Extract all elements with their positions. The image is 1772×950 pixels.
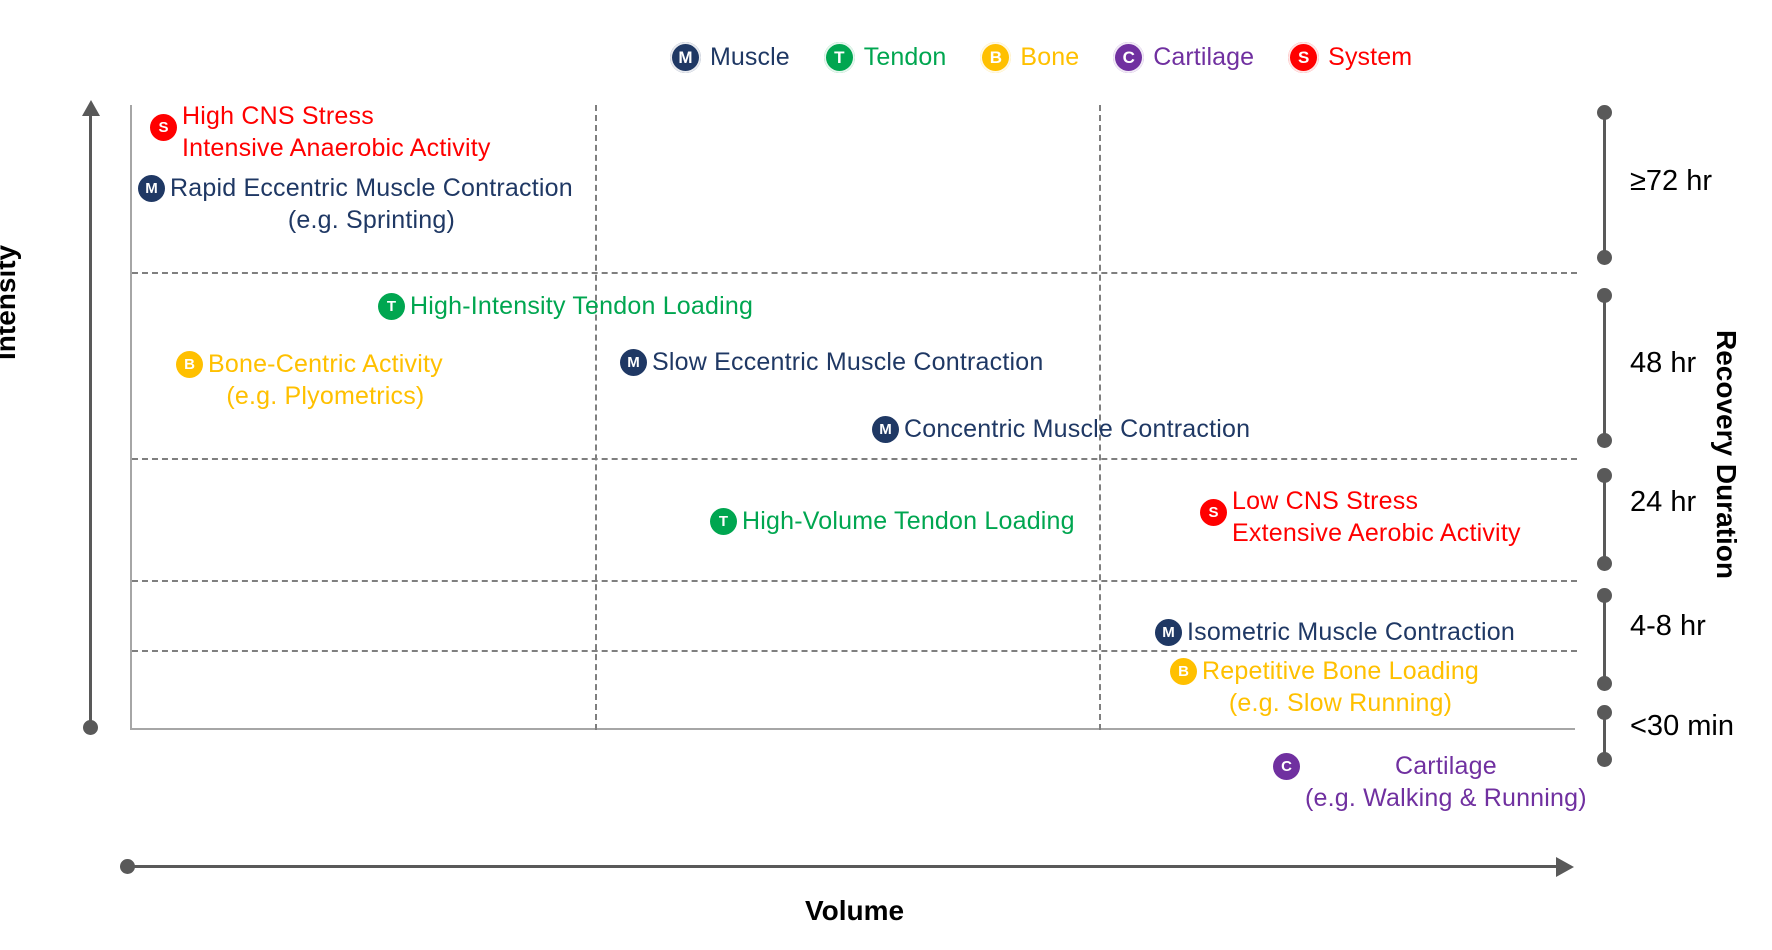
cartilage-badge-icon: C <box>1113 41 1145 73</box>
recovery-label-30min: <30 min <box>1630 710 1734 742</box>
recovery-bracket-4-8hr <box>1597 588 1613 691</box>
legend-item-system[interactable]: S System <box>1288 41 1413 73</box>
bracket-dot-bottom <box>1597 556 1612 571</box>
entry-label: High-Volume Tendon Loading <box>742 507 1075 535</box>
intensity-arrowhead-icon <box>82 100 100 116</box>
recovery-duration-axis-title: Recovery Duration <box>1711 330 1742 579</box>
bracket-bar <box>1603 596 1606 683</box>
muscle-badge-icon: M <box>670 41 701 73</box>
intensity-axis-line <box>89 110 92 728</box>
bracket-dot-bottom <box>1597 752 1612 767</box>
volume-axis-line <box>128 865 1558 868</box>
entry-bone-centric-activity[interactable]: B Bone-Centric Activity (e.g. Plyometric… <box>176 348 443 412</box>
legend-label-tendon: Tendon <box>863 42 947 71</box>
system-badge-icon: S <box>1200 499 1227 526</box>
recovery-label-24hr: 24 hr <box>1630 486 1697 518</box>
entry-high-volume-tendon-loading[interactable]: T High-Volume Tendon Loading <box>710 505 1075 537</box>
recovery-bracket-24hr <box>1597 468 1613 571</box>
volume-axis <box>120 855 1600 879</box>
recovery-label-72hr: ≥72 hr <box>1630 165 1713 197</box>
bracket-dot-top <box>1597 105 1612 120</box>
muscle-badge-icon: M <box>138 175 165 202</box>
bracket-dot-bottom <box>1597 250 1612 265</box>
bracket-dot-top <box>1597 288 1612 303</box>
legend: M Muscle T Tendon B Bone C Cartilage S S… <box>670 34 1440 80</box>
entry-concentric-muscle-contraction[interactable]: M Concentric Muscle Contraction <box>872 413 1250 445</box>
bone-badge-icon: B <box>980 41 1012 73</box>
muscle-badge-icon: M <box>620 349 647 376</box>
entry-rapid-eccentric-muscle-contraction[interactable]: M Rapid Eccentric Muscle Contraction (e.… <box>138 172 573 236</box>
bracket-dot-bottom <box>1597 433 1612 448</box>
entry-label: Concentric Muscle Contraction <box>904 415 1251 443</box>
recovery-bracket-48hr <box>1597 288 1613 448</box>
legend-item-tendon[interactable]: T Tendon <box>823 41 947 73</box>
entry-label: Isometric Muscle Contraction <box>1187 618 1515 646</box>
muscle-badge-icon: M <box>872 416 899 443</box>
intensity-axis <box>78 100 104 736</box>
entry-label: Bone-Centric Activity (e.g. Plyometrics) <box>208 350 443 410</box>
entry-label: Slow Eccentric Muscle Contraction <box>652 348 1044 376</box>
entry-slow-eccentric-muscle-contraction[interactable]: M Slow Eccentric Muscle Contraction <box>620 346 1043 378</box>
recovery-bracket-30min <box>1597 705 1613 767</box>
column-divider-1 <box>595 105 597 730</box>
system-badge-icon: S <box>1288 41 1320 73</box>
cartilage-badge-icon: C <box>1273 753 1300 780</box>
entry-high-cns-stress[interactable]: S High CNS Stress Intensive Anaerobic Ac… <box>150 100 491 164</box>
volume-arrowhead-icon <box>1556 857 1574 877</box>
entry-label: Cartilage (e.g. Walking & Running) <box>1305 752 1587 812</box>
entry-isometric-muscle-contraction[interactable]: M Isometric Muscle Contraction <box>1155 616 1515 648</box>
entry-label: High-Intensity Tendon Loading <box>410 292 754 320</box>
bracket-dot-top <box>1597 588 1612 603</box>
bracket-bar <box>1603 296 1606 440</box>
bracket-bar <box>1603 713 1606 759</box>
muscle-badge-icon: M <box>1155 619 1182 646</box>
bone-badge-icon: B <box>1170 658 1197 685</box>
entry-label: Repetitive Bone Loading (e.g. Slow Runni… <box>1202 657 1480 717</box>
tendon-badge-icon: T <box>378 293 405 320</box>
intensity-axis-title: Intensity <box>0 244 21 360</box>
legend-label-muscle: Muscle <box>710 42 790 71</box>
row-divider-1 <box>132 272 1577 274</box>
column-divider-2 <box>1099 105 1101 730</box>
recovery-bracket-72hr <box>1597 105 1613 265</box>
legend-label-cartilage: Cartilage <box>1153 42 1255 71</box>
legend-label-bone: Bone <box>1020 42 1080 71</box>
legend-item-cartilage[interactable]: C Cartilage <box>1113 41 1255 73</box>
entry-high-intensity-tendon-loading[interactable]: T High-Intensity Tendon Loading <box>378 290 753 322</box>
bone-badge-icon: B <box>176 351 203 378</box>
row-divider-4 <box>132 650 1577 652</box>
bracket-bar <box>1603 113 1606 257</box>
recovery-label-4-8hr: 4-8 hr <box>1630 610 1706 642</box>
intensity-axis-origin-dot <box>83 720 98 735</box>
bracket-bar <box>1603 476 1606 563</box>
legend-item-bone[interactable]: B Bone <box>980 41 1080 73</box>
entry-repetitive-bone-loading[interactable]: B Repetitive Bone Loading (e.g. Slow Run… <box>1170 655 1479 719</box>
volume-axis-origin-dot <box>120 859 135 874</box>
legend-item-muscle[interactable]: M Muscle <box>670 41 790 73</box>
entry-label: High CNS Stress Intensive Anaerobic Acti… <box>182 102 491 162</box>
row-divider-2 <box>132 458 1577 460</box>
tendon-badge-icon: T <box>823 41 855 73</box>
system-badge-icon: S <box>150 114 177 141</box>
legend-label-system: System <box>1328 42 1413 71</box>
tendon-badge-icon: T <box>710 508 737 535</box>
bracket-dot-top <box>1597 468 1612 483</box>
entry-low-cns-stress[interactable]: S Low CNS Stress Extensive Aerobic Activ… <box>1200 485 1521 549</box>
bracket-dot-bottom <box>1597 676 1612 691</box>
entry-cartilage-activity[interactable]: C Cartilage (e.g. Walking & Running) <box>1273 750 1587 814</box>
entry-label: Low CNS Stress Extensive Aerobic Activit… <box>1232 487 1521 547</box>
recovery-label-48hr: 48 hr <box>1630 347 1697 379</box>
entry-label: Rapid Eccentric Muscle Contraction (e.g.… <box>170 174 573 234</box>
row-divider-3 <box>132 580 1577 582</box>
plot-area <box>130 105 1577 730</box>
volume-axis-title: Volume <box>805 895 905 926</box>
bracket-dot-top <box>1597 705 1612 720</box>
